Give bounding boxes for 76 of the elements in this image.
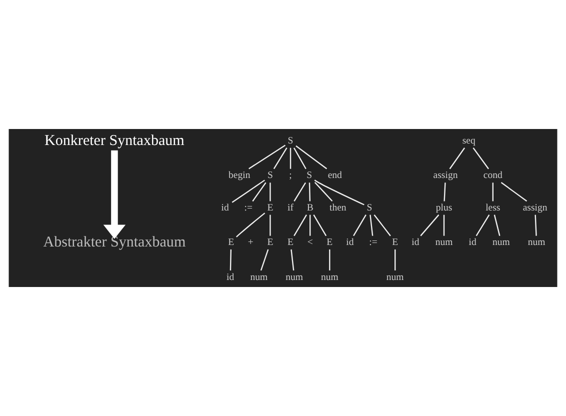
node-text: num (320, 272, 338, 283)
node-text: num (250, 272, 268, 283)
connector (308, 182, 311, 202)
connector (494, 214, 500, 236)
connector (260, 249, 269, 271)
node-text: end (328, 170, 342, 182)
connector (296, 145, 328, 170)
node-text: less (486, 202, 500, 214)
node-text: S (366, 202, 372, 214)
node-text: id (221, 202, 229, 214)
node-text: := (244, 202, 253, 214)
node-text: then (330, 202, 346, 214)
node-text: id (468, 237, 476, 248)
node-text: num (386, 272, 404, 283)
connector (476, 214, 490, 236)
connector (248, 144, 286, 170)
connector (449, 148, 466, 170)
node-text: ; (289, 170, 292, 182)
connector (290, 249, 294, 270)
node-text: < (307, 237, 313, 248)
node-text: id (412, 237, 420, 248)
node-text: E (267, 202, 274, 214)
connector (370, 214, 374, 236)
connector (313, 214, 327, 236)
node-text: := (369, 237, 378, 248)
connector (294, 214, 308, 236)
connector (443, 214, 445, 236)
connector (230, 249, 232, 270)
node-text: assign (433, 170, 458, 182)
connector (270, 182, 271, 202)
node-text: E (392, 237, 398, 248)
connector (309, 214, 311, 236)
connector (534, 214, 537, 236)
connector (420, 214, 440, 236)
node-text: num (286, 272, 303, 283)
node-text: E (228, 237, 234, 248)
node-text: Abstrakter Syntaxbaum (43, 234, 186, 250)
node-text: S (267, 170, 273, 182)
connector (232, 180, 266, 203)
connector (394, 249, 396, 270)
node-text: B (306, 202, 314, 214)
node-text: S (306, 170, 312, 182)
node-text: Konkreter Syntaxbaum (44, 132, 184, 149)
node-text: S (288, 136, 294, 147)
connector (293, 148, 306, 170)
node-text: assign (522, 202, 548, 214)
connector (236, 212, 266, 238)
node-text: E (288, 237, 294, 248)
node-text: begin (228, 170, 250, 182)
node-text: num (435, 237, 453, 248)
connector (374, 214, 391, 236)
node-text: plus (436, 202, 452, 214)
connector (252, 182, 266, 202)
node-text: E (326, 237, 333, 248)
connector (273, 148, 288, 170)
node-text: num (492, 237, 510, 248)
label: + (248, 237, 254, 248)
node-text: E (267, 237, 274, 248)
connector (314, 182, 333, 202)
node-text: id (226, 272, 234, 283)
node-text: num (528, 237, 546, 248)
connector (500, 182, 528, 202)
node-text: seq (462, 136, 476, 147)
connector (290, 148, 292, 169)
connector (472, 148, 490, 170)
node-text: if (288, 202, 294, 214)
connector (353, 214, 366, 236)
node-text: id (346, 237, 354, 248)
connector (294, 182, 306, 202)
connector (444, 182, 446, 202)
arrow (103, 150, 126, 239)
connector (314, 180, 364, 206)
node-text: cond (483, 170, 502, 182)
connector (492, 182, 494, 202)
connector (270, 214, 271, 236)
connector (329, 249, 330, 270)
